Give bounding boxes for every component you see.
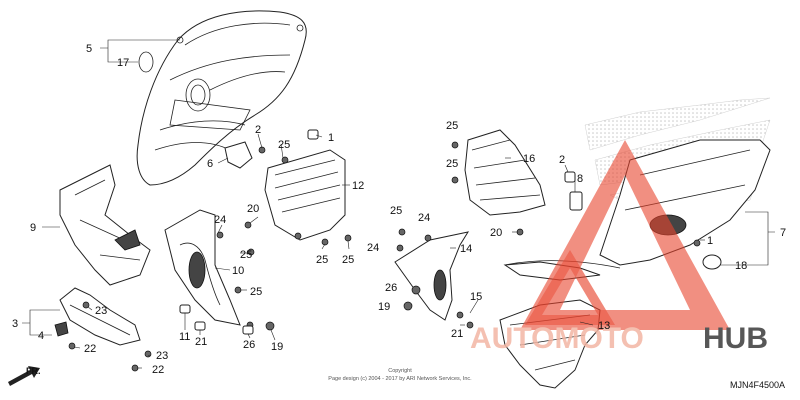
upper-cowl-assembly	[136, 10, 307, 186]
grommet-part-18	[702, 254, 722, 270]
callout-13: 13	[598, 320, 610, 332]
callout-25: 25	[250, 286, 262, 298]
callout-25: 25	[446, 158, 458, 170]
callout-25: 25	[390, 205, 402, 217]
callout-17: 17	[117, 57, 129, 69]
callout-24: 24	[367, 242, 379, 254]
callout-11: 11	[179, 331, 190, 343]
callout-21: 21	[195, 336, 207, 348]
callout-23: 23	[156, 350, 168, 362]
automotohub-watermark: AUTOMOTO HUB	[470, 140, 768, 355]
watermark-hub-text: HUB	[703, 322, 768, 355]
callout-4: 4	[38, 330, 44, 342]
front-direction-arrow: FR.	[8, 366, 41, 386]
callout-6: 6	[207, 158, 213, 170]
grommet-part-1a	[307, 129, 319, 140]
callout-25: 25	[342, 254, 354, 266]
callout-23: 23	[95, 305, 107, 317]
callout-1: 1	[707, 235, 713, 247]
lower-cowl-part-3	[54, 287, 152, 372]
callout-18: 18	[735, 260, 747, 272]
callout-25: 25	[316, 254, 328, 266]
leader-lines	[22, 39, 775, 369]
o-ring-part-17	[138, 51, 154, 73]
inner-panel-part-14	[394, 228, 470, 321]
callout-20: 20	[490, 227, 502, 239]
callout-19: 19	[378, 301, 390, 313]
callout-5: 5	[86, 43, 92, 55]
callout-21: 21	[451, 328, 463, 340]
callout-12: 12	[352, 180, 364, 192]
callout-8: 8	[577, 173, 583, 185]
inner-panel-part-10	[164, 209, 255, 329]
callout-14: 14	[460, 243, 472, 255]
callout-25: 25	[278, 139, 290, 151]
callout-2: 2	[559, 154, 565, 166]
callout-22: 22	[152, 364, 164, 376]
callout-16: 16	[523, 153, 535, 165]
air-duct-part-12	[264, 149, 352, 246]
side-cowl-part-9	[59, 164, 151, 286]
bracket-part-6	[224, 141, 253, 169]
callout-26: 26	[243, 339, 255, 351]
callout-labels: 5 17 2 25 1 6 12 9 24 20 25 10 25 25 25 …	[12, 43, 786, 376]
callout-26: 26	[385, 282, 397, 294]
callout-25: 25	[240, 249, 252, 261]
callout-25: 25	[446, 120, 458, 132]
side-cowl-part-7	[503, 139, 771, 281]
callout-20: 20	[247, 203, 259, 215]
callout-22: 22	[84, 343, 96, 355]
watermark-auto-text: AUTOMOTO	[470, 322, 644, 355]
callout-9: 9	[30, 222, 36, 234]
callout-19: 19	[271, 341, 283, 353]
callout-10: 10	[232, 265, 244, 277]
copyright-line-2: Page design (c) 2004 - 2017 by ARI Netwo…	[328, 376, 472, 382]
copyright-line-1: Copyright	[388, 368, 412, 374]
callout-1: 1	[328, 132, 334, 144]
callout-2: 2	[255, 124, 261, 136]
callout-3: 3	[12, 318, 18, 330]
callout-24: 24	[214, 214, 226, 226]
direction-label: FR.	[26, 366, 41, 376]
air-duct-part-16	[464, 129, 546, 236]
callout-7: 7	[780, 227, 786, 239]
callout-24: 24	[418, 212, 430, 224]
part-code: MJN4F4500A	[730, 380, 785, 390]
callout-15: 15	[470, 291, 482, 303]
